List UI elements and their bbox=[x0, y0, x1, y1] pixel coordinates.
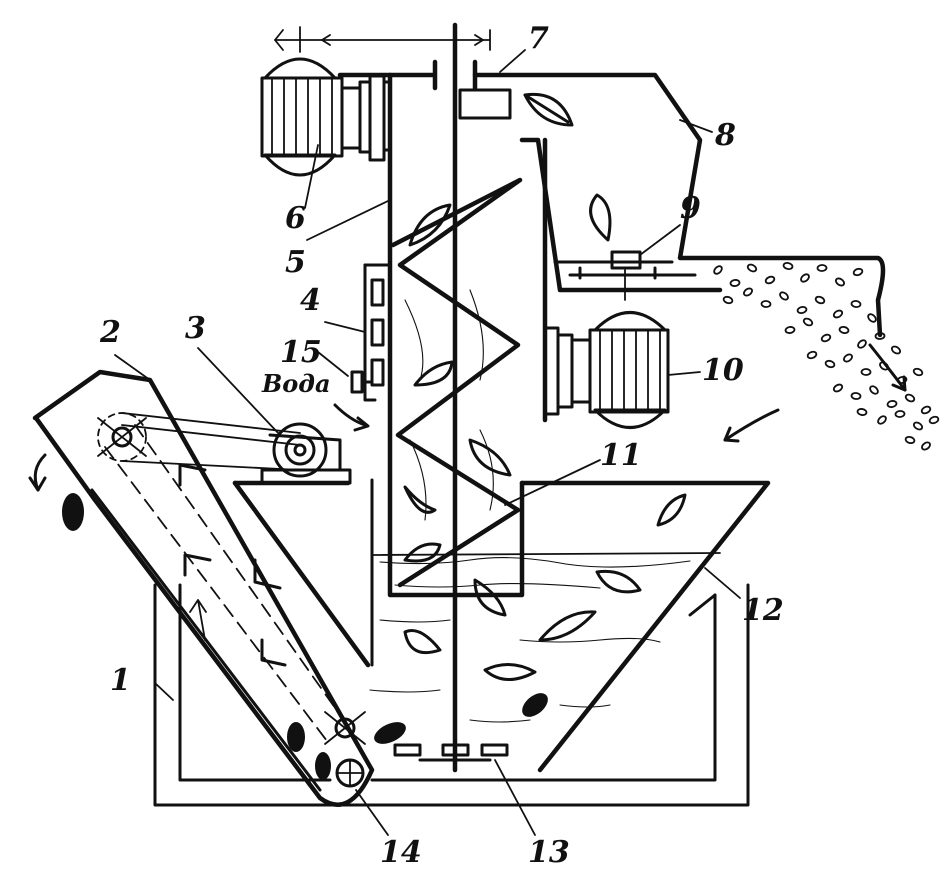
seed bbox=[835, 277, 845, 287]
separator-housing bbox=[274, 26, 886, 338]
seed bbox=[796, 305, 808, 315]
seed bbox=[713, 265, 723, 275]
seed bbox=[746, 263, 758, 273]
water-valve bbox=[333, 370, 374, 432]
seed bbox=[894, 410, 906, 418]
seed bbox=[850, 300, 862, 308]
seed bbox=[904, 435, 916, 445]
label-14: 14 bbox=[380, 835, 422, 870]
seed bbox=[806, 350, 818, 360]
label-5: 5 bbox=[285, 245, 306, 280]
seed bbox=[852, 267, 864, 277]
seed bbox=[832, 383, 844, 393]
tubers bbox=[62, 493, 548, 780]
seed bbox=[764, 275, 776, 285]
seed bbox=[784, 326, 796, 334]
seed bbox=[779, 291, 789, 301]
leader-lines bbox=[114, 49, 741, 836]
seed bbox=[860, 368, 872, 376]
seed bbox=[869, 385, 879, 395]
label-6: 6 bbox=[285, 201, 306, 236]
label-11: 11 bbox=[600, 438, 642, 473]
outer-tank bbox=[153, 583, 750, 807]
seed bbox=[722, 295, 734, 305]
inclined-conveyor bbox=[32, 369, 375, 807]
seed bbox=[820, 333, 832, 343]
seed bbox=[824, 359, 836, 369]
label-1: 1 bbox=[110, 663, 131, 698]
label-7: 7 bbox=[528, 21, 549, 56]
seed bbox=[912, 421, 924, 431]
auger-screw bbox=[390, 22, 523, 773]
seed bbox=[729, 279, 741, 287]
seed bbox=[877, 415, 887, 425]
side-motor bbox=[543, 311, 670, 429]
seed bbox=[867, 313, 877, 323]
seed bbox=[802, 317, 814, 327]
label-3: 3 bbox=[185, 311, 206, 346]
conveyor-drive-motor bbox=[121, 412, 352, 485]
seed bbox=[814, 295, 826, 305]
flow-arrows bbox=[28, 343, 907, 492]
label-13: 13 bbox=[528, 835, 570, 870]
stirrer bbox=[393, 743, 509, 772]
seed bbox=[928, 415, 940, 425]
label-4: 4 bbox=[300, 283, 321, 318]
seed bbox=[874, 332, 886, 340]
seed bbox=[760, 300, 772, 308]
seed bbox=[890, 345, 902, 355]
top-motor bbox=[260, 57, 392, 177]
seed bbox=[920, 405, 932, 415]
seed bbox=[904, 393, 916, 403]
hopper bbox=[232, 480, 771, 773]
label-12: 12 bbox=[742, 593, 784, 628]
seed bbox=[850, 392, 862, 400]
label-8: 8 bbox=[714, 118, 736, 153]
seed bbox=[843, 353, 853, 363]
seed bbox=[832, 309, 844, 319]
seed bbox=[886, 400, 898, 408]
label-10: 10 bbox=[702, 353, 744, 388]
callout-labels: 1 2 3 4 5 6 7 8 9 10 11 12 13 14 15 Вода bbox=[99, 21, 784, 870]
seed bbox=[857, 339, 867, 349]
seed-stream bbox=[713, 262, 940, 451]
label-9: 9 bbox=[680, 191, 701, 226]
seed bbox=[838, 326, 850, 334]
label-2: 2 bbox=[99, 315, 121, 350]
seed bbox=[921, 441, 931, 451]
seed bbox=[816, 264, 828, 272]
seed bbox=[856, 408, 868, 416]
seed bbox=[912, 367, 924, 377]
seed bbox=[743, 287, 753, 297]
seed bbox=[879, 361, 889, 371]
seed bbox=[782, 262, 794, 270]
leaves bbox=[403, 92, 687, 681]
label-15: 15 bbox=[280, 335, 322, 370]
seed bbox=[800, 273, 810, 283]
seed bbox=[896, 375, 908, 385]
water-inlet-label: Вода bbox=[261, 369, 331, 398]
